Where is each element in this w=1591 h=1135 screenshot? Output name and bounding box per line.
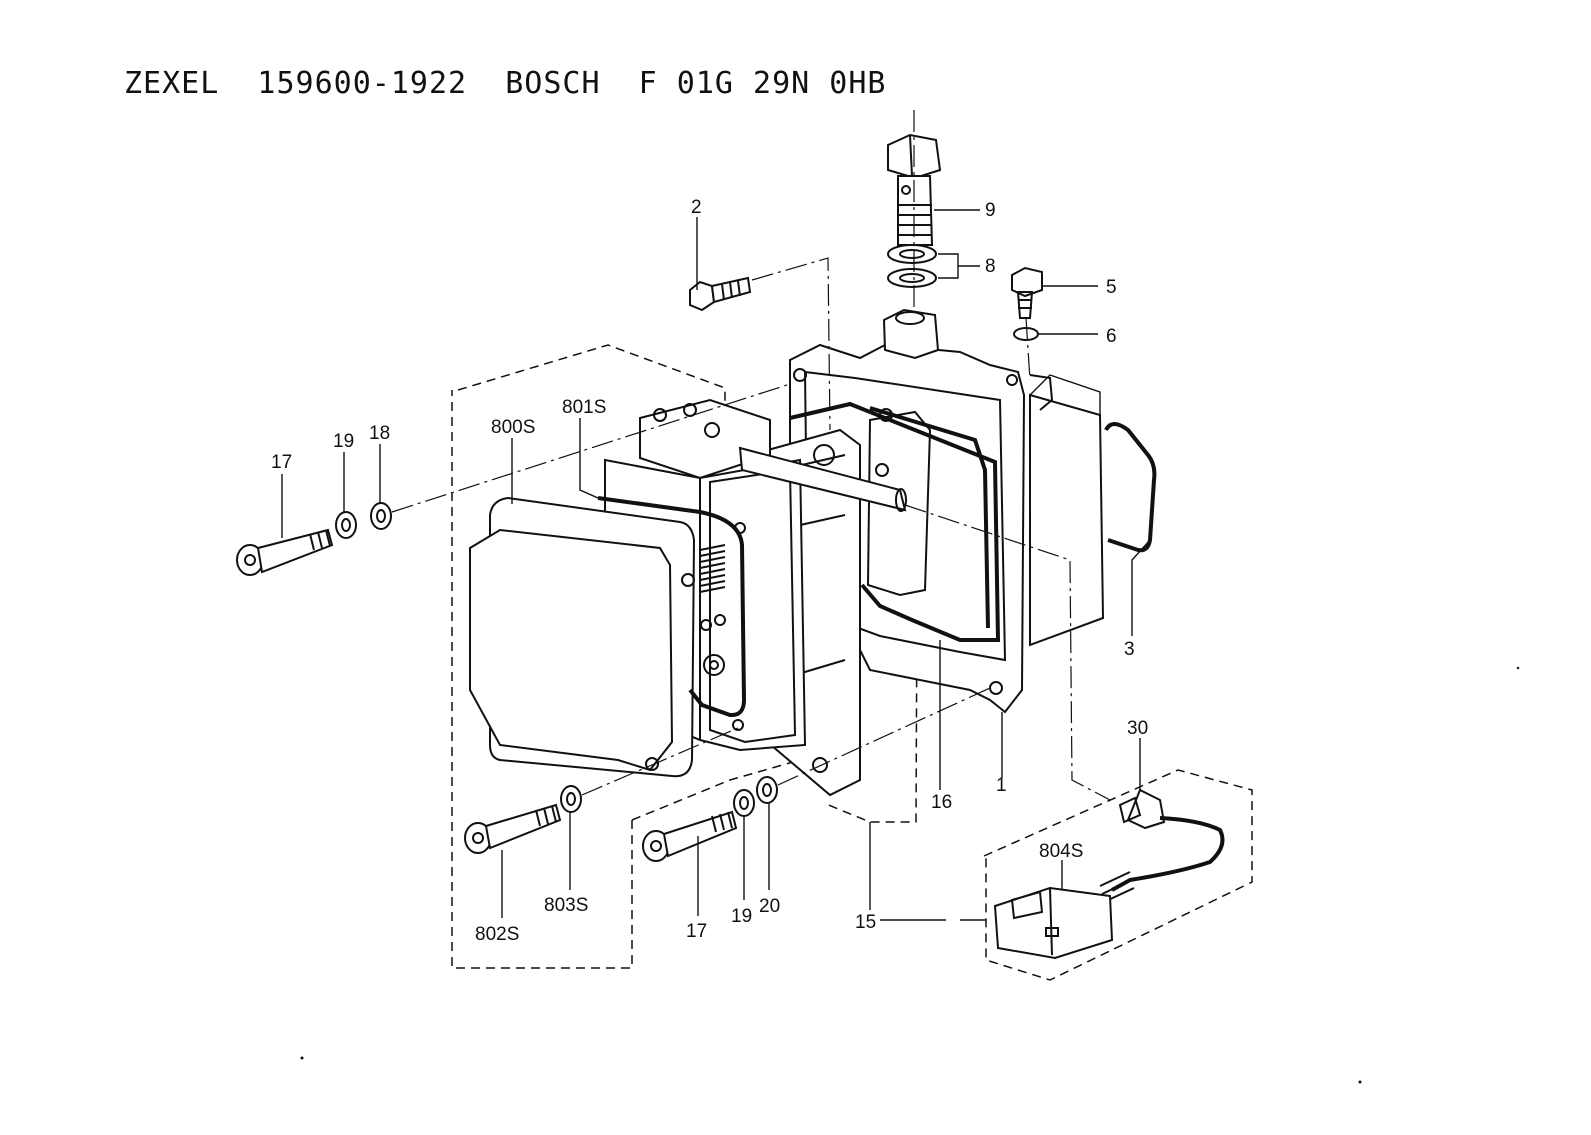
callout-2: 2 (691, 197, 702, 218)
scan-speck (300, 1056, 304, 1060)
callout-17-upper: 17 (271, 452, 292, 473)
callout-17-lower: 17 (686, 921, 707, 942)
bolt-802s-centerline (581, 727, 739, 796)
gasket-washers-8 (887, 244, 937, 288)
callout-802s: 802S (475, 924, 519, 945)
screw-5-centerline (1025, 317, 1031, 381)
assembly-802s-boundary-right (631, 759, 801, 821)
callout-801s: 801S (562, 397, 606, 418)
bolt-17-lower-centerline (777, 687, 991, 786)
gasket-3 (1104, 422, 1157, 553)
callout-804s: 804S (1039, 841, 1083, 862)
callout-803s: 803S (544, 895, 588, 916)
shaft-centerline (904, 504, 1111, 801)
washer-20 (756, 776, 778, 804)
callout-3: 3 (1124, 639, 1135, 660)
callout-20: 20 (759, 896, 780, 917)
callout-16: 16 (931, 792, 952, 813)
scan-speck (1358, 1080, 1362, 1084)
callout-19-lower: 19 (731, 906, 752, 927)
callout-8: 8 (985, 256, 996, 277)
callout-19-upper: 19 (333, 431, 354, 452)
callout-18: 18 (369, 423, 390, 444)
callout-30: 30 (1127, 718, 1148, 739)
cover-800s (469, 496, 696, 778)
assembly-15-boundary (451, 344, 919, 969)
bolt-17-upper (236, 528, 334, 576)
inlet-fitting (882, 308, 940, 360)
callout-15: 15 (855, 912, 876, 933)
screw-5 (1011, 266, 1043, 319)
governor-spring (699, 522, 746, 731)
washer-6 (1013, 327, 1039, 341)
leader-lines (281, 209, 1151, 921)
shaft-rod (738, 446, 907, 512)
bolt-17-lower (642, 810, 738, 862)
bolt-802s (464, 803, 562, 854)
bolt-2-centerline (751, 257, 831, 431)
gasket-801s (597, 496, 747, 718)
washer-18 (370, 502, 392, 530)
scan-speck (1516, 666, 1520, 670)
washer-803s (560, 785, 582, 813)
callout-9: 9 (985, 200, 996, 221)
washer-19-lower (733, 789, 755, 817)
callout-800s: 800S (491, 417, 535, 438)
diagram-title: ZEXEL 159600-1922 BOSCH F 01G 29N 0HB (124, 66, 887, 101)
harness-connector-804s (993, 788, 1225, 960)
callout-5: 5 (1106, 277, 1117, 298)
washer-19-upper (335, 511, 357, 539)
bolt-2 (689, 276, 752, 312)
assembly-804s-boundary (983, 769, 1253, 981)
callout-6: 6 (1106, 326, 1117, 347)
callout-1: 1 (996, 775, 1007, 796)
